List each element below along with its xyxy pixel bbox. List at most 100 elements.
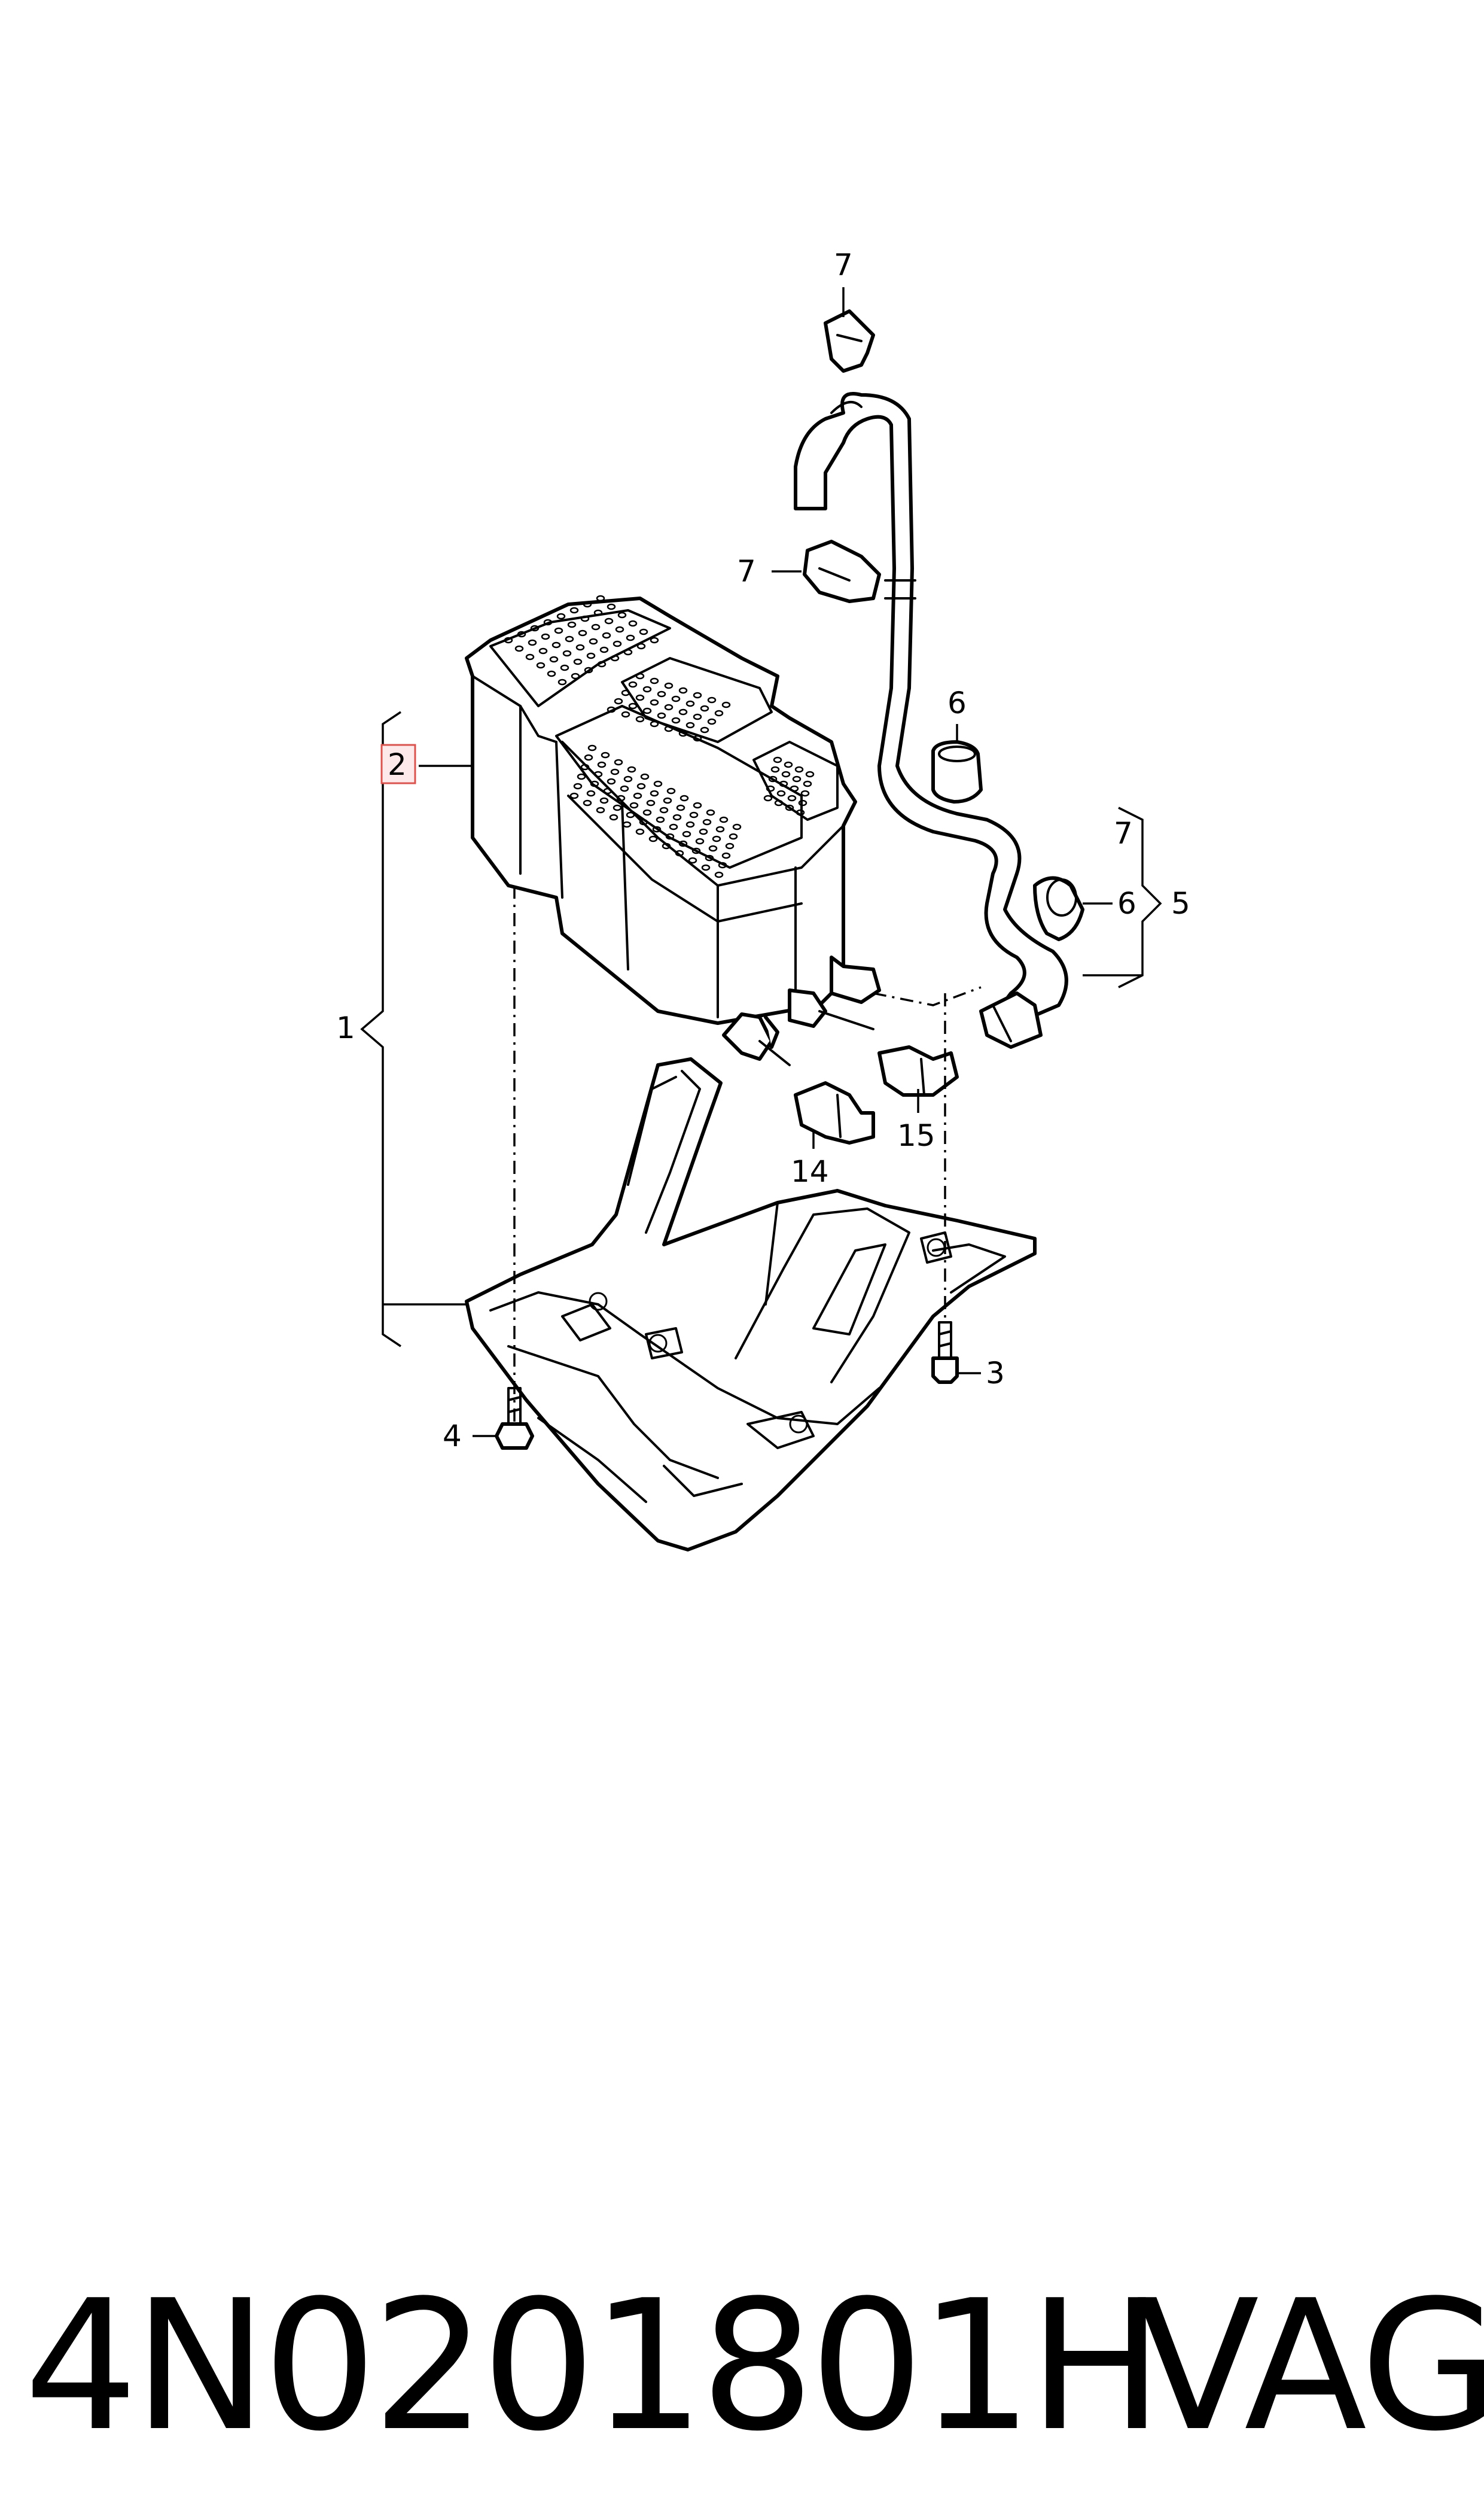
perforation-hole [770, 766, 780, 773]
sleeve-lower [1033, 876, 1084, 941]
perforation-hole [657, 712, 666, 719]
perforation-hole [560, 664, 569, 671]
perforation-hole [583, 601, 592, 608]
mounting-bracket [465, 1057, 1037, 1551]
perforation-hole [569, 792, 579, 799]
perforation-hole [504, 637, 513, 644]
perforation-hole [604, 617, 614, 625]
callout-14[interactable]: 14 [791, 1154, 829, 1189]
perforation-hole [562, 650, 572, 657]
perforation-hole [776, 790, 786, 797]
perforation-hole [551, 641, 561, 649]
perforation-hole [639, 628, 648, 635]
perforation-hole [707, 718, 717, 725]
perforation-hole [712, 835, 721, 842]
perforation-hole [796, 809, 805, 816]
callout-1[interactable]: 1 [336, 1011, 355, 1045]
perforation-hole [787, 795, 797, 802]
perforation-hole [635, 716, 645, 723]
perforation-hole [607, 778, 616, 785]
callout-4[interactable]: 4 [443, 1419, 462, 1453]
callout-2[interactable]: 2 [388, 747, 407, 782]
perforation-hole [627, 766, 636, 773]
perforation-hole [714, 710, 724, 717]
perforation-hole [543, 619, 553, 626]
callout-5[interactable]: 5 [1171, 886, 1190, 921]
perforation-hole [584, 754, 593, 761]
perforation-hole [547, 670, 556, 677]
perforation-hole [693, 802, 702, 809]
perforation-hole [610, 655, 620, 662]
callout-7-right[interactable]: 7 [1114, 816, 1133, 851]
perforation-hole [650, 699, 659, 706]
perforation-hole [766, 785, 775, 792]
perforation-hole [676, 804, 685, 811]
callout-15[interactable]: 15 [897, 1118, 936, 1153]
perforation-hole [792, 775, 802, 783]
perforation-hole [556, 613, 566, 620]
perforation-hole [573, 658, 583, 665]
perforation-hole [706, 809, 715, 816]
perforation-hole [682, 830, 691, 838]
perforation-hole [800, 790, 810, 797]
perforation-hole [525, 653, 535, 661]
perforation-hole [725, 842, 735, 850]
perforation-hole [628, 702, 638, 710]
perforation-hole [774, 799, 784, 807]
perforation-hole [675, 850, 684, 857]
leader-lines [360, 287, 1162, 1437]
perforation-hole [596, 595, 605, 602]
perforation-hole [565, 635, 574, 643]
perforation-hole [628, 681, 638, 688]
perforation-hole [621, 689, 630, 696]
perforation-hole [678, 840, 688, 847]
perforation-hole [685, 821, 695, 828]
hose-clip-top [824, 309, 875, 373]
callout-3[interactable]: 3 [986, 1356, 1005, 1391]
perforation-hole [621, 711, 630, 718]
perforation-hole [693, 735, 702, 742]
callout-6-upper[interactable]: 6 [947, 686, 967, 720]
perforation-hole [530, 625, 540, 632]
perforation-hole [635, 828, 645, 835]
perforation-hole [549, 656, 559, 663]
perforation-hole [636, 783, 646, 790]
callout-7-middle[interactable]: 7 [737, 554, 756, 589]
perforation-hole [699, 828, 708, 835]
perforation-hole [664, 682, 674, 689]
perforation-hole [590, 780, 599, 787]
perforation-hole [721, 852, 731, 859]
perforation-hole [650, 790, 659, 797]
perforation-hole [803, 780, 812, 787]
perforation-hole [577, 773, 586, 780]
perforation-hole [715, 826, 725, 833]
callout-7-top[interactable]: 7 [834, 248, 853, 282]
perforation-hole [578, 629, 587, 637]
perforation-hole [587, 744, 597, 752]
perforation-hole [586, 652, 596, 659]
perforation-hole [528, 639, 537, 646]
perforation-hole [571, 673, 580, 680]
perforation-hole [659, 807, 669, 814]
perforation-hole [773, 756, 782, 763]
sleeve-upper [931, 740, 983, 804]
perforation-hole [580, 615, 590, 622]
perforation-hole [678, 730, 688, 737]
perforation-hole [790, 785, 799, 792]
perforation-hole [626, 634, 635, 641]
perforation-hole [653, 780, 663, 787]
perforation-hole [693, 713, 702, 720]
perforation-hole [652, 826, 662, 833]
perforation-hole [628, 620, 638, 627]
perforation-hole [614, 698, 623, 705]
perforation-hole [629, 802, 639, 809]
perforation-hole [596, 807, 605, 814]
perforation-hole [679, 795, 689, 802]
perforation-hole [648, 835, 658, 842]
perforation-hole [609, 814, 618, 821]
perforation-hole [666, 787, 676, 795]
perforation-hole [607, 706, 616, 713]
callout-6-lower[interactable]: 6 [1117, 886, 1136, 921]
perforation-hole [589, 638, 598, 645]
perforation-hole [650, 637, 659, 644]
